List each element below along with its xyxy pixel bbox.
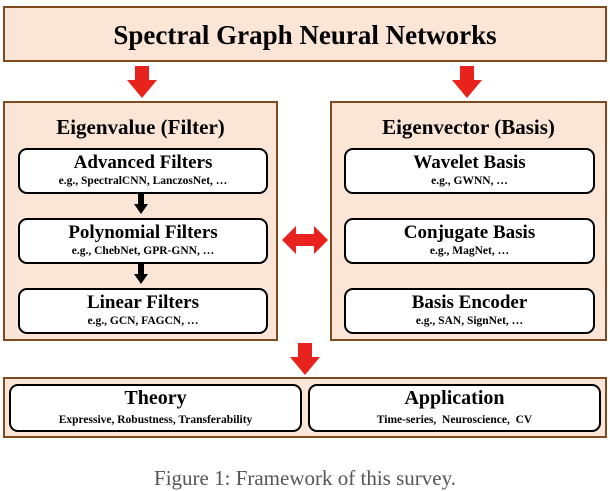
polynomial-filters-title: Polynomial Filters bbox=[68, 222, 218, 243]
conjugate-basis-examples: e.g., MagNet, … bbox=[429, 245, 510, 257]
advanced-filters-box: Advanced Filters e.g., SpectralCNN, Lanc… bbox=[18, 148, 268, 194]
conjugate-basis-title: Conjugate Basis bbox=[403, 222, 536, 243]
wavelet-basis-box: Wavelet Basis e.g., GWNN, … bbox=[344, 148, 595, 194]
theory-title: Theory bbox=[124, 387, 187, 409]
figure-caption: Figure 1: Framework of this survey. bbox=[154, 466, 456, 490]
advanced-filters-title: Advanced Filters bbox=[73, 152, 213, 173]
advanced-filters-examples: e.g., SpectralCNN, LanczosNet, … bbox=[58, 175, 228, 187]
linear-filters-box: Linear Filters e.g., GCN, FAGCN, … bbox=[18, 288, 268, 334]
header-banner: Spectral Graph Neural Networks bbox=[3, 6, 607, 62]
arrow-down-bottom-icon bbox=[290, 343, 320, 375]
linear-filters-examples: e.g., GCN, FAGCN, … bbox=[87, 315, 199, 327]
theory-examples: Expressive, Robustness, Transferability bbox=[58, 414, 253, 426]
basis-encoder-title: Basis Encoder bbox=[411, 292, 528, 313]
bottom-panel: Theory Expressive, Robustness, Transfera… bbox=[3, 377, 607, 438]
eigenvector-panel-title: Eigenvector (Basis) bbox=[382, 115, 555, 139]
eigenvalue-panel-title: Eigenvalue (Filter) bbox=[56, 115, 225, 139]
arrow-down-left-icon bbox=[127, 66, 157, 98]
polynomial-filters-examples: e.g., ChebNet, GPR-GNN, … bbox=[71, 245, 215, 257]
eigenvector-panel: Eigenvector (Basis) Wavelet Basis e.g., … bbox=[330, 101, 607, 341]
application-box: Application Time-series, Neuroscience, C… bbox=[308, 384, 601, 432]
application-title: Application bbox=[404, 387, 505, 409]
double-arrow-icon bbox=[282, 226, 328, 254]
wavelet-basis-examples: e.g., GWNN, … bbox=[431, 175, 508, 187]
basis-encoder-examples: e.g., SAN, SignNet, … bbox=[415, 315, 524, 327]
arrow-down-right-icon bbox=[452, 66, 482, 98]
diagram-title: Spectral Graph Neural Networks bbox=[113, 20, 497, 50]
conjugate-basis-box: Conjugate Basis e.g., MagNet, … bbox=[344, 218, 595, 264]
eigenvalue-panel: Eigenvalue (Filter) Advanced Filters e.g… bbox=[3, 101, 278, 341]
linear-filters-title: Linear Filters bbox=[86, 292, 200, 313]
application-examples: Time-series, Neuroscience, CV bbox=[376, 414, 533, 426]
polynomial-filters-box: Polynomial Filters e.g., ChebNet, GPR-GN… bbox=[18, 218, 268, 264]
wavelet-basis-title: Wavelet Basis bbox=[413, 152, 526, 173]
theory-box: Theory Expressive, Robustness, Transfera… bbox=[9, 384, 302, 432]
basis-encoder-box: Basis Encoder e.g., SAN, SignNet, … bbox=[344, 288, 595, 334]
arrow-polynomial-to-linear-icon bbox=[134, 264, 148, 284]
arrow-advanced-to-polynomial-icon bbox=[134, 194, 148, 214]
